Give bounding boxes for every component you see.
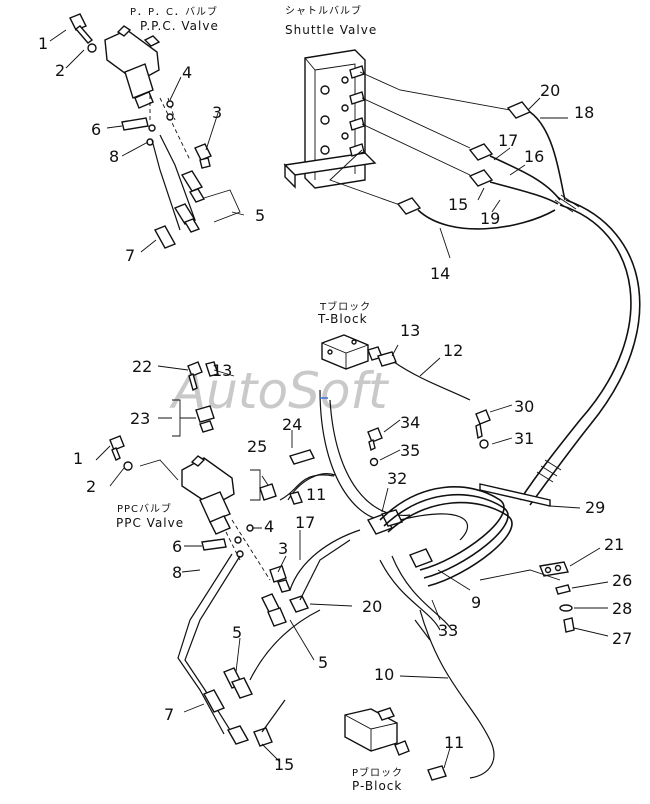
ppc-valve-mid-label: PPC Valve	[116, 516, 184, 530]
callout-29: 29	[585, 498, 605, 517]
callout-34: 34	[400, 413, 420, 432]
callout-24: 24	[282, 415, 302, 434]
ppc-valve-body	[104, 25, 161, 109]
ppc-valve-top-label-jp: P．P．C．バルブ	[130, 5, 218, 18]
ppc-valve-top-group	[69, 13, 241, 249]
callout-11: 11	[306, 485, 326, 504]
callout-25: 25	[247, 437, 267, 456]
callout-5b: 5	[232, 623, 242, 642]
bolt-part	[69, 13, 94, 44]
callout-19: 19	[480, 209, 500, 228]
washer-part	[87, 43, 97, 53]
t-block	[321, 334, 397, 370]
callout-9: 9	[471, 593, 481, 612]
callout-17b: 17	[295, 513, 315, 532]
hose-clamp-bundle	[366, 486, 513, 641]
callout-32: 32	[387, 469, 407, 488]
callout-2: 2	[55, 61, 65, 80]
elbow-fitting-part	[194, 143, 212, 169]
callout-1b: 1	[73, 449, 83, 468]
t-block-label-jp: Tブロック	[319, 300, 371, 313]
callout-14: 14	[430, 264, 450, 283]
shuttle-valve	[283, 49, 377, 189]
callout-26: 26	[612, 571, 632, 590]
callout-17: 17	[498, 131, 518, 150]
callout-13: 13	[400, 321, 420, 340]
callout-7b: 7	[164, 705, 174, 724]
callout-28: 28	[612, 599, 632, 618]
callout-numbers: 1 2 4 3 6 8 5 7 20 18 17 16 15 19 14 13 …	[38, 34, 632, 774]
callout-3: 3	[212, 103, 222, 122]
p-block-label-jp: Pブロック	[352, 766, 403, 779]
callout-5: 5	[255, 206, 265, 225]
ppc-valve-mid-group	[109, 361, 361, 747]
elbow-part	[154, 225, 176, 249]
callout-12: 12	[443, 341, 463, 360]
callout-20b: 20	[362, 597, 382, 616]
clamp-hardware	[479, 547, 609, 637]
callout-8: 8	[109, 147, 119, 166]
shuttle-valve-label: Shuttle Valve	[285, 23, 377, 37]
callout-11b: 11	[444, 733, 464, 752]
callout-2b: 2	[86, 477, 96, 496]
callout-20: 20	[540, 81, 560, 100]
callout-35: 35	[400, 441, 420, 460]
callout-15b: 15	[274, 755, 294, 774]
p-block	[344, 707, 410, 756]
callout-13b: 13	[212, 361, 232, 380]
shuttle-valve-label-jp: シャトルバルブ	[285, 4, 362, 17]
callout-4b: 4	[264, 517, 274, 536]
callout-8b: 8	[172, 563, 182, 582]
callout-33: 33	[438, 621, 458, 640]
callout-31: 31	[514, 429, 534, 448]
t-block-label: T-Block	[317, 312, 368, 326]
p-block-label: P-Block	[352, 779, 402, 793]
callout-22: 22	[132, 357, 152, 376]
callout-4: 4	[182, 63, 192, 82]
hose-bundle	[417, 111, 641, 506]
callout-15: 15	[448, 195, 468, 214]
callout-16: 16	[524, 147, 544, 166]
callout-6b: 6	[172, 537, 182, 556]
callout-3b: 3	[278, 539, 288, 558]
callout-6: 6	[91, 120, 101, 139]
callout-7: 7	[125, 246, 135, 265]
clamp-parts	[250, 449, 336, 505]
callout-5c: 5	[318, 653, 328, 672]
callout-21: 21	[604, 535, 624, 554]
callout-30: 30	[514, 397, 534, 416]
callout-1: 1	[38, 34, 48, 53]
callout-10: 10	[374, 665, 394, 684]
callout-27: 27	[612, 629, 632, 648]
plug-part	[121, 117, 149, 131]
hose-connectors-upper	[396, 101, 532, 215]
callout-18: 18	[574, 103, 594, 122]
ppc-valve-mid-label-jp: PPCバルブ	[117, 502, 172, 515]
ppc-valve-top-label: P.P.C. Valve	[140, 19, 219, 33]
callout-23: 23	[130, 409, 150, 428]
